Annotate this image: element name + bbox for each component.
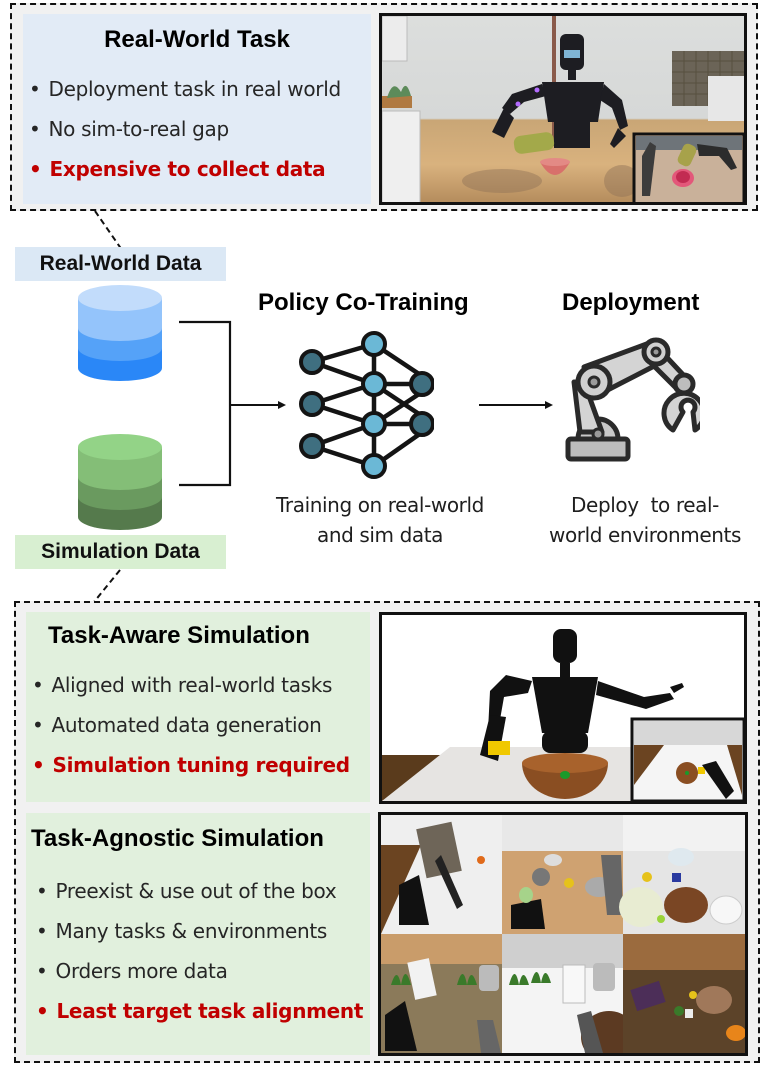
task-agnostic-bullet-3: Orders more data [36, 959, 228, 983]
real-world-bullet-3: Expensive to collect data [29, 157, 325, 181]
deployment-title: Deployment [562, 289, 700, 316]
merge-bracket-arrow [179, 320, 553, 487]
real-world-data-label: Real-World Data [15, 247, 226, 281]
co-training-caption-line1: Training on real-world [276, 493, 484, 517]
task-agnostic-sim-grid [378, 812, 748, 1056]
real-world-task-title: Real-World Task [104, 26, 290, 53]
policy-co-training-title: Policy Co-Training [258, 289, 469, 316]
deployment-caption: Deploy to real- world environments [525, 490, 765, 550]
task-aware-bullet-3: Simulation tuning required [32, 753, 350, 777]
task-aware-bullet-2: Automated data generation [32, 713, 322, 737]
robot-arm-icon [565, 337, 700, 462]
real-world-bullet-2: No sim-to-real gap [29, 117, 230, 141]
simulation-data-label: Simulation Data [15, 535, 226, 569]
co-training-caption: Training on real-world and sim data [250, 490, 510, 550]
co-training-caption-line2: and sim data [316, 523, 444, 547]
task-agnostic-title: Task-Agnostic Simulation [31, 825, 324, 852]
real-robot-photo [379, 13, 747, 205]
real-world-bullet-1: Deployment task in real world [29, 77, 342, 101]
neural-network-icon [299, 331, 434, 479]
task-agnostic-bullet-2: Many tasks & environments [36, 919, 328, 943]
task-aware-title: Task-Aware Simulation [48, 622, 310, 649]
task-aware-bullet-1: Aligned with real-world tasks [32, 673, 333, 697]
simulation-database-icon [78, 434, 162, 530]
connector-top [94, 210, 123, 251]
deployment-caption-line2: world environments [548, 523, 742, 547]
deployment-caption-line1: Deploy to real- [571, 493, 719, 517]
real-world-task-panel: Real-World Task Deployment task in real … [23, 14, 371, 204]
task-agnostic-bullet-1: Preexist & use out of the box [36, 879, 337, 903]
task-aware-panel: Task-Aware Simulation Aligned with real-… [26, 612, 370, 802]
task-aware-sim-image [379, 612, 747, 804]
task-agnostic-panel: Task-Agnostic Simulation Preexist & use … [26, 813, 370, 1055]
task-agnostic-bullet-4: Least target task alignment [36, 999, 363, 1023]
real-world-database-icon [78, 285, 162, 381]
connector-bottom [93, 569, 121, 603]
